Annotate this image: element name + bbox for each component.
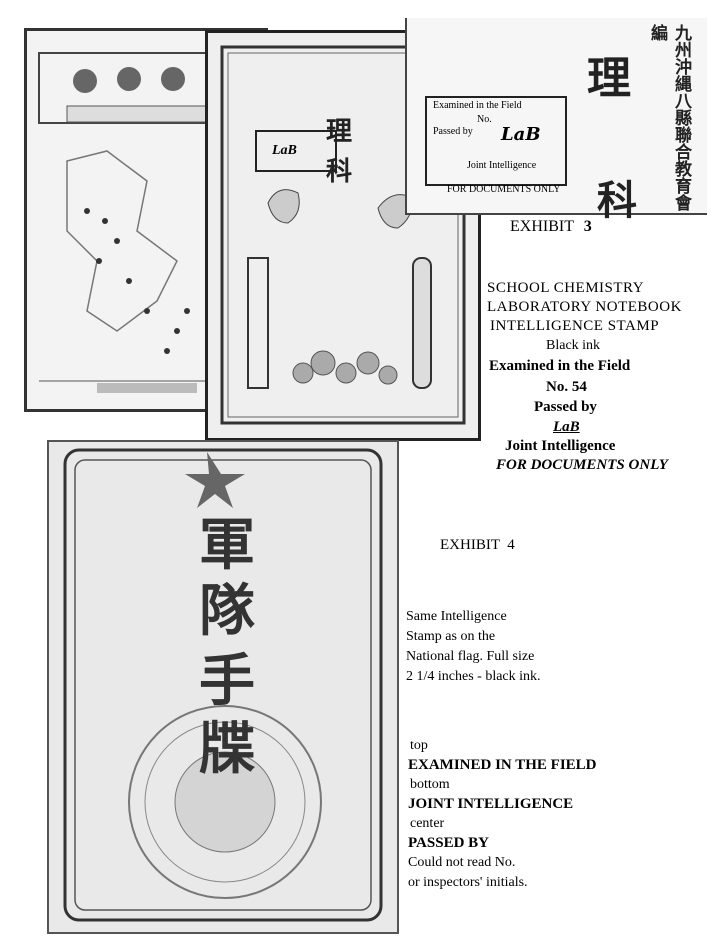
exhibit-3-docs-only: FOR DOCUMENTS ONLY — [496, 457, 668, 473]
exhibit-4-note-center: center — [410, 816, 445, 831]
exhibit-3-word: EXHIBIT — [510, 218, 574, 235]
stamp-line-joint: Joint Intelligence — [467, 160, 537, 171]
exhibit-3-label: EXHIBIT 3 — [510, 218, 592, 236]
exhibit-4-note-passed: PASSED BY — [408, 835, 489, 851]
exhibit-4-note-bottom: bottom — [410, 777, 450, 792]
exhibit-4-label: EXHIBIT 4 — [440, 537, 515, 553]
booklet-title-char-1: 軍 — [199, 513, 255, 578]
exhibit-3-desc-2: LABORATORY NOTEBOOK — [487, 299, 682, 315]
exhibit-3-stamp-2: No. 54 — [546, 379, 587, 395]
booklet-title-char-2: 隊 — [199, 579, 255, 644]
exhibit-3-desc-4: Black ink — [546, 338, 601, 353]
booklet-title-char-4: 牒 — [199, 717, 255, 782]
exhibit-4-note-examined: EXAMINED IN THE FIELD — [408, 757, 597, 773]
military-booklet-image — [63, 448, 383, 922]
stamp-closeup-scan: 理 科 九州沖縄八縣聯合教育會編 Examined in the Field N… — [405, 18, 707, 224]
exhibit-3-desc-1: SCHOOL CHEMISTRY — [487, 280, 645, 296]
exhibit-3-desc-3: INTELLIGENCE STAMP — [490, 318, 660, 334]
cover-stamp-initials: LaB — [272, 143, 297, 158]
exhibit-4-desc-4: 2 1/4 inches - black ink. — [406, 669, 541, 684]
vertical-header-label: 九州沖縄八縣聯合教育會編 — [647, 24, 691, 211]
booklet-title-char-3: 手 — [199, 649, 255, 714]
exhibit-4-note-initials: or inspectors' initials. — [408, 875, 528, 890]
exhibit-4-note-joint: JOINT INTELLIGENCE — [408, 796, 574, 812]
exhibit-4-desc-3: National flag. Full size — [406, 649, 535, 664]
exhibit-4-note-top: top — [410, 738, 428, 753]
stamp-line-passed: Passed by — [433, 126, 473, 137]
vertical-header-text: 九州沖縄八縣聯合教育會編 — [647, 24, 693, 213]
closeup-title-char-2: 科 — [597, 178, 637, 224]
stamp-line-no: No. — [477, 114, 492, 125]
exhibit-4-desc-2: Stamp as on the — [406, 629, 496, 644]
stamp-line-examined: Examined in the Field — [433, 100, 522, 111]
stamp-line-docs-only: FOR DOCUMENTS ONLY — [447, 184, 561, 195]
stamp-initials: LaB — [501, 124, 541, 145]
exhibit-4-note-could-not: Could not read No. — [408, 855, 516, 870]
exhibit-3-number: 3 — [583, 218, 592, 235]
military-booklet-scan: 軍 隊 手 牒 — [47, 440, 399, 934]
intelligence-stamp-box: Examined in the Field No. Passed by LaB … — [425, 96, 567, 186]
exhibit-3-initials: LaB — [553, 419, 580, 435]
exhibit-3-stamp-1: Examined in the Field — [489, 358, 631, 374]
exhibit-3-joint: Joint Intelligence — [505, 438, 616, 454]
exhibit-3-stamp-3: Passed by — [534, 399, 597, 415]
cover-title-char-1: 理 — [326, 117, 353, 147]
notebook-cover-image — [220, 45, 466, 425]
exhibit-4-desc-1: Same Intelligence — [406, 609, 507, 624]
closeup-title-char-1: 理 — [587, 53, 631, 104]
cover-title-char-2: 科 — [326, 157, 353, 187]
